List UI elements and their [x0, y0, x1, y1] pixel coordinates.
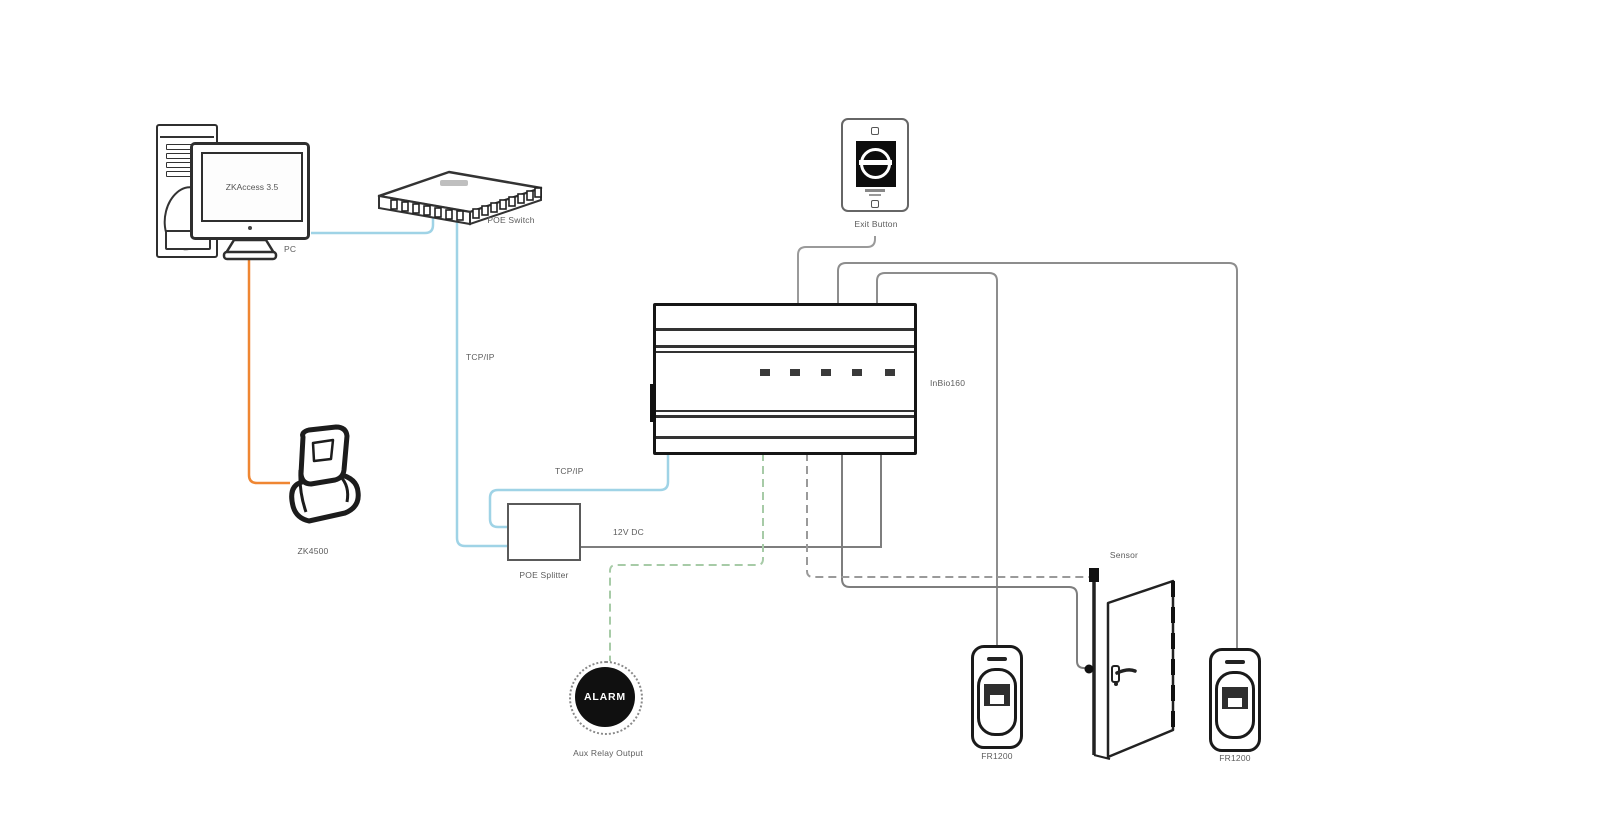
controller-device: [650, 303, 917, 455]
alarm-device: ALARM: [569, 661, 643, 735]
controller-ridge: [656, 328, 914, 331]
door: [1084, 568, 1175, 760]
exit-button-bar: [859, 160, 892, 165]
door-sensor-wire: [806, 453, 1090, 578]
screw-icon: [871, 200, 879, 208]
monitor-power-led: [248, 226, 252, 230]
reader-sensor-glass: [1228, 698, 1242, 707]
reader-window: [977, 668, 1017, 736]
ethernet-wire-switch-to-splitter: [455, 220, 507, 548]
poe-splitter-label: POE Splitter: [519, 570, 569, 580]
door-handle: [1111, 665, 1137, 686]
power-wire-splitter-to-controller: [581, 455, 882, 548]
alarm-badge: ALARM: [575, 667, 635, 727]
controller-ridge: [656, 345, 914, 348]
controller-label: InBio160: [930, 378, 966, 388]
reader-left-label: FR1200: [981, 751, 1013, 761]
door-strike: [1084, 664, 1094, 674]
controller-side-connector: [650, 384, 656, 422]
exit-button-device: [841, 118, 909, 212]
fingerprint-reader-right: [1209, 648, 1261, 752]
status-led: [760, 369, 770, 376]
status-led: [852, 369, 862, 376]
exit-button-wire: [797, 236, 876, 305]
pc-monitor: ZKAccess 3.5: [190, 142, 310, 240]
screw-icon: [871, 127, 879, 135]
door-sensor-contact: [1089, 568, 1099, 582]
lock-wire: [841, 453, 1089, 670]
wire-label-12vdc: 12V DC: [613, 527, 644, 537]
switch-ports: [390, 187, 542, 221]
poe-splitter-device: [507, 503, 581, 561]
controller-ridge: [656, 351, 914, 353]
zk4500-label: ZK4500: [297, 546, 329, 556]
reader-led-bar: [987, 657, 1007, 661]
poe-switch-label: POE Switch: [487, 215, 535, 225]
wire-label-tcpip-switch: TCP/IP: [466, 352, 495, 362]
ethernet-wire-pc-to-switch: [311, 216, 435, 235]
reader-window: [1215, 671, 1255, 739]
reader-sensor-glass: [990, 695, 1004, 704]
reader-right-label: FR1200: [1219, 753, 1251, 763]
exit-button-label: Exit Button: [854, 219, 898, 229]
monitor-base: [222, 250, 278, 261]
reader-left-wire: [876, 272, 998, 646]
status-led: [821, 369, 831, 376]
tower-cap: [160, 136, 214, 138]
wire-label-tcpip-splitter: TCP/IP: [555, 466, 584, 476]
monitor-screen: ZKAccess 3.5: [201, 152, 303, 222]
switch-top-marking: [440, 180, 468, 186]
aux-relay-wire: [609, 453, 764, 662]
software-name: ZKAccess 3.5: [225, 182, 279, 192]
ethernet-wire-splitter-to-controller: [488, 455, 670, 529]
controller-ridge: [656, 436, 914, 439]
aux-relay-output-label: Aux Relay Output: [573, 748, 643, 758]
fingerprint-reader-left: [971, 645, 1023, 749]
alarm-text: ALARM: [584, 691, 626, 703]
controller-ridge: [656, 410, 914, 412]
status-led: [790, 369, 800, 376]
reader-led-bar: [1225, 660, 1245, 664]
exit-button-text-marking: [865, 189, 885, 192]
reader-right-wire: [837, 262, 1238, 652]
controller-ridge: [656, 415, 914, 418]
door-sensor-label: Sensor: [1109, 550, 1139, 560]
door-leaf: [1106, 579, 1175, 759]
exit-button-face: [856, 141, 896, 187]
pc-label: PC: [284, 244, 297, 254]
poe-switch-device: [377, 170, 543, 226]
usb-wire-pc-to-zk4500: [247, 258, 290, 485]
exit-button-text-marking: [869, 194, 881, 196]
zk4500-device: [289, 424, 361, 524]
status-led: [885, 369, 895, 376]
